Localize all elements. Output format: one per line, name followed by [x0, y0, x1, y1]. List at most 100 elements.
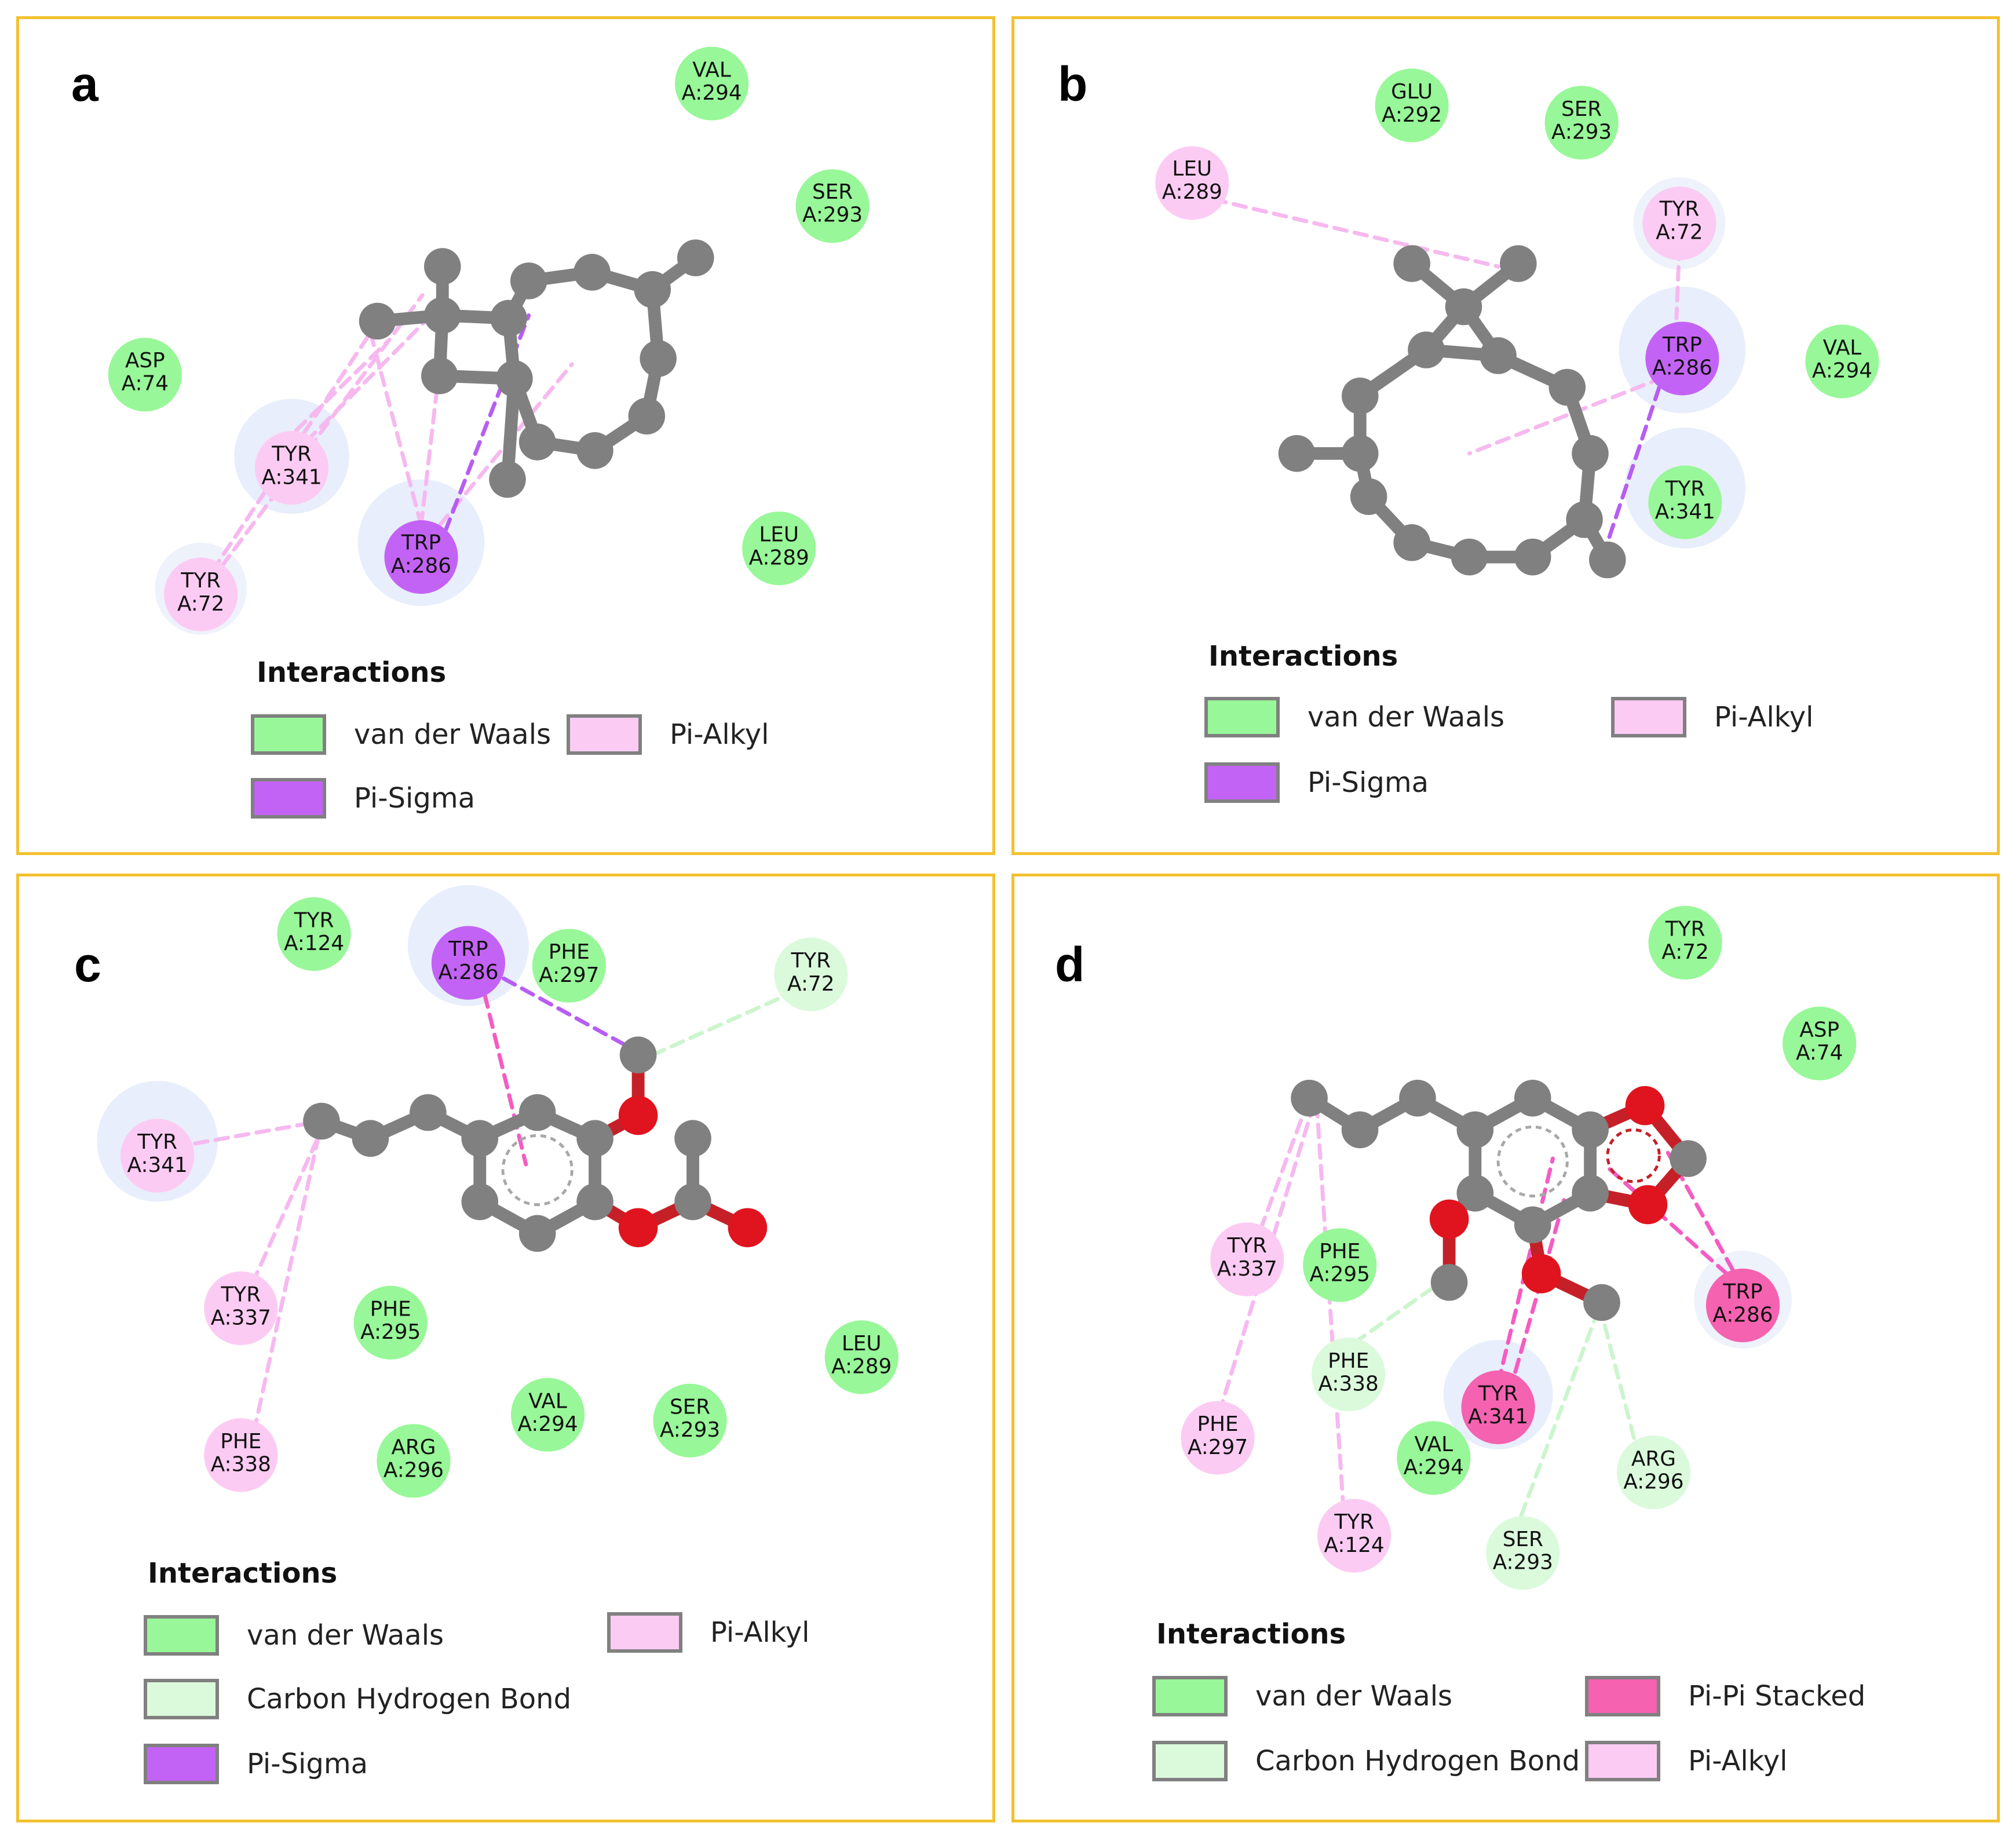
svg-text:A:341: A:341 [262, 465, 322, 489]
svg-text:A:74: A:74 [1796, 1041, 1843, 1065]
residue-phe-295: PHE A:295 [353, 1285, 428, 1360]
svg-text:A:289: A:289 [749, 546, 809, 569]
svg-text:A:293: A:293 [1551, 120, 1612, 144]
residue-tyr-337: TYR A:337 [1210, 1222, 1284, 1296]
svg-text:ARG: ARG [1631, 1447, 1676, 1471]
svg-text:A:338: A:338 [211, 1453, 271, 1477]
svg-text:TYR: TYR [1665, 477, 1705, 501]
svg-text:SER: SER [1503, 1528, 1543, 1551]
svg-text:TRP: TRP [401, 531, 441, 555]
svg-text:VAL: VAL [1823, 336, 1862, 360]
panel-d-diagram: TYR A:72 ASP A:74 TYR A:337 PHE A:295 TR… [1181, 905, 1857, 1590]
legend-title: Interactions [148, 1557, 338, 1590]
residue-val-294: VAL A:294 [510, 1378, 585, 1452]
svg-text:A:341: A:341 [127, 1153, 188, 1177]
residue-arg-296: ARG A:296 [1616, 1435, 1691, 1510]
aromatic-ring [501, 1134, 574, 1207]
svg-text:TYR: TYR [1478, 1382, 1518, 1405]
residue-glu-292: GLU A:292 [1375, 68, 1449, 143]
residue-trp-286: TRP A:286 [384, 520, 458, 594]
residue-tyr-341: TYR A:341 [255, 431, 329, 505]
panel-b: GLU A:292 SER A:293 LEU A:289 TYR A:72 T… [1011, 16, 2000, 855]
svg-text:ARG: ARG [391, 1435, 436, 1459]
svg-text:A:294: A:294 [681, 81, 742, 105]
panel-label: d [1055, 937, 1085, 992]
residue-leu-289: LEU A:289 [742, 512, 816, 586]
svg-text:A:296: A:296 [384, 1459, 444, 1482]
legend-item-van-der-waals: van der Waals [251, 714, 551, 755]
legend-title: Interactions [1208, 640, 1398, 673]
svg-text:A:295: A:295 [360, 1320, 421, 1344]
panel-label: a [71, 57, 98, 111]
residue-tyr-72: TYR A:72 [1648, 905, 1722, 980]
svg-text:A:72: A:72 [177, 592, 224, 616]
panel-d: TYR A:72 ASP A:74 TYR A:337 PHE A:295 TR… [1011, 874, 2000, 1822]
svg-text:A:124: A:124 [1324, 1533, 1385, 1557]
ligand-atoms [1278, 245, 1626, 579]
legend-item-pi-sigma: Pi-Sigma [144, 1744, 368, 1784]
svg-text:TRP: TRP [448, 937, 488, 961]
legend-item-pi-alkyl: Pi-Alkyl [567, 714, 769, 755]
residue-phe-297: PHE A:297 [1181, 1401, 1255, 1475]
svg-text:TYR: TYR [294, 908, 334, 932]
residue-ser-293: SER A:293 [795, 169, 870, 243]
residue-tyr-72: TYR A:72 [774, 937, 848, 1011]
svg-text:A:297: A:297 [539, 963, 599, 987]
ligand-bonds-oxygen [589, 1049, 754, 1234]
residue-phe-297: PHE A:297 [532, 929, 606, 1003]
legend-item-van-der-waals: van der Waals [144, 1615, 444, 1656]
svg-text:A:341: A:341 [1468, 1405, 1528, 1429]
svg-text:LEU: LEU [759, 523, 799, 547]
svg-text:TYR: TYR [1334, 1510, 1374, 1534]
interaction-lines [1191, 192, 1685, 545]
svg-text:A:294: A:294 [517, 1412, 578, 1436]
svg-text:A:296: A:296 [1623, 1470, 1683, 1494]
residue-trp-286: TRP A:286 [431, 926, 506, 1000]
svg-text:TYR: TYR [1665, 917, 1705, 941]
legend-item-carbon-hydrogen-bond: Carbon Hydrogen Bond [1152, 1741, 1580, 1781]
residue-asp-74: ASP A:74 [108, 338, 182, 412]
residue-trp-286: TRP A:286 [1645, 322, 1719, 396]
panel-b-diagram: GLU A:292 SER A:293 LEU A:289 TYR A:72 T… [1155, 68, 1879, 579]
svg-text:ASP: ASP [125, 349, 165, 372]
panel-label: b [1058, 57, 1088, 111]
svg-text:A:293: A:293 [802, 203, 863, 227]
residue-ser-293: SER A:293 [1544, 86, 1619, 160]
residue-tyr-341: TYR A:341 [1648, 465, 1722, 539]
legend-item-van-der-waals: van der Waals [1204, 697, 1504, 737]
svg-text:TRP: TRP [1722, 1280, 1762, 1304]
svg-text:A:72: A:72 [1661, 940, 1708, 964]
svg-text:A:292: A:292 [1382, 103, 1442, 127]
svg-text:A:297: A:297 [1188, 1435, 1248, 1459]
residue-phe-338: PHE A:338 [204, 1418, 278, 1492]
residue-tyr-72: TYR A:72 [1642, 186, 1716, 261]
svg-text:A:74: A:74 [122, 372, 169, 396]
svg-text:TYR: TYR [1226, 1234, 1267, 1258]
panel-c-diagram: TYR A:124 TRP A:286 PHE A:297 TYR A:72 T… [97, 885, 899, 1498]
svg-text:A:124: A:124 [284, 932, 344, 955]
svg-text:A:289: A:289 [831, 1355, 892, 1379]
panel-c: TYR A:124 TRP A:286 PHE A:297 TYR A:72 T… [16, 874, 995, 1822]
svg-text:A:338: A:338 [1319, 1372, 1379, 1396]
svg-text:A:337: A:337 [211, 1306, 271, 1329]
svg-text:A:295: A:295 [1310, 1263, 1370, 1287]
svg-text:A:72: A:72 [1656, 220, 1703, 244]
svg-text:PHE: PHE [1197, 1412, 1239, 1436]
residue-leu-289: LEU A:289 [824, 1320, 899, 1394]
legend-item-pi-alkyl: Pi-Alkyl [1611, 697, 1814, 737]
legend-item-carbon-hydrogen-bond: Carbon Hydrogen Bond [144, 1679, 571, 1719]
svg-text:TYR: TYR [790, 949, 831, 973]
svg-text:LEU: LEU [1172, 157, 1212, 181]
legend-item-pi-sigma: Pi-Sigma [1204, 762, 1429, 803]
svg-text:TYR: TYR [221, 1283, 261, 1306]
svg-text:GLU: GLU [1391, 80, 1433, 104]
svg-text:TYR: TYR [1659, 198, 1700, 221]
interaction-lines [173, 966, 816, 1455]
legend-item-pi-pi-stacked: Pi-Pi Stacked [1585, 1676, 1865, 1716]
residue-ser-293: SER A:293 [1486, 1516, 1560, 1590]
residue-tyr-72: TYR A:72 [164, 557, 238, 631]
svg-text:PHE: PHE [549, 940, 590, 964]
residue-leu-289: LEU A:289 [1155, 146, 1229, 220]
residue-val-294: VAL A:294 [674, 46, 749, 120]
svg-text:A:293: A:293 [660, 1418, 720, 1442]
